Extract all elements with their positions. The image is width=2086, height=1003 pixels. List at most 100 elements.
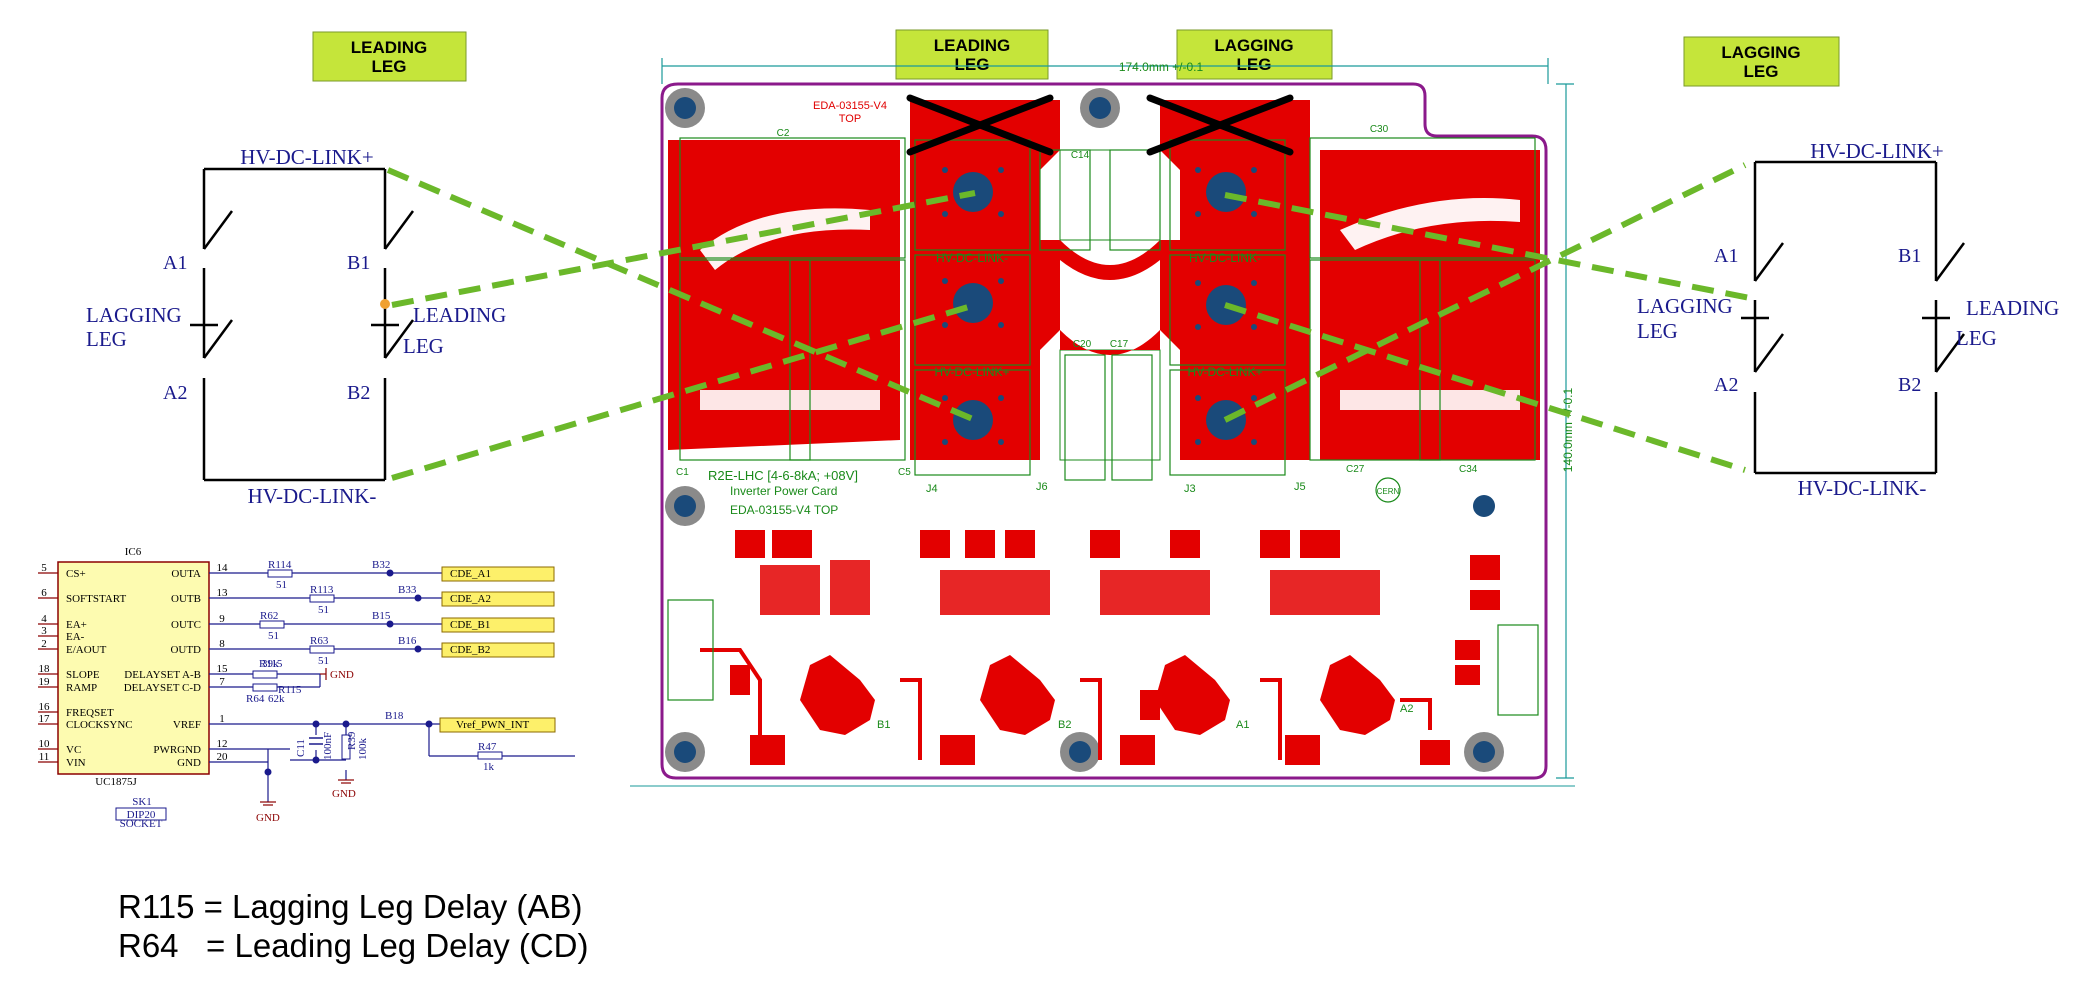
connector-pin-headers: [667, 599, 1539, 716]
tag-line1: LAGGING: [1214, 36, 1293, 55]
connector-j4: J4: [926, 483, 938, 495]
ic-output-wiring: [209, 566, 575, 806]
signal-label: CDE_B2: [450, 644, 490, 656]
ic-pin-number: 15: [217, 663, 229, 675]
vref-net: B18: [385, 710, 404, 722]
right-a1-label: A1: [1714, 245, 1738, 267]
gnd-label-1: GND: [256, 812, 280, 824]
ic-ref: IC6: [125, 546, 142, 558]
cern-logo: CERN: [1375, 477, 1401, 503]
cap-label-c30: C30: [1370, 124, 1389, 135]
ic-pin-name: CS+: [66, 568, 86, 580]
r115-ref: R115: [278, 684, 302, 696]
right-hv-minus-label: HV-DC-LINK-: [1798, 476, 1927, 500]
cap-label-c2: C2: [777, 128, 790, 139]
tag-left-leading: LEADING LEG: [312, 31, 467, 82]
ic-pin-name: RAMP: [66, 682, 97, 694]
ic-pin-number: 18: [39, 663, 51, 675]
r39-ref: R39: [346, 731, 358, 750]
net-label: B15: [372, 610, 391, 622]
left-b1-label: B1: [347, 252, 370, 274]
connector-j6: J6: [1036, 481, 1048, 493]
tag-line2: LEG: [1744, 62, 1779, 81]
ic-pin-name: OUTA: [171, 568, 201, 580]
tag-pcb-lagging: LAGGING LEG: [1176, 29, 1333, 80]
ic-pin-name: OUTD: [170, 644, 201, 656]
vref-label: Vref_PWN_INT: [456, 719, 530, 731]
cap-label-c20: C20: [1073, 339, 1092, 350]
socket-sk1: SK1 DIP20 SOCKET: [115, 796, 167, 830]
ic-pin-number: 4: [41, 613, 47, 625]
cap-label-c27: C27: [1346, 464, 1365, 475]
right-a2-label: A2: [1714, 374, 1738, 396]
ic-pin-number: 19: [39, 676, 51, 688]
transformer-a1: A1: [1236, 719, 1249, 731]
ic-pin-name: OUTB: [171, 593, 201, 605]
resistor-ref: R113: [310, 584, 334, 596]
r39-value: 100k: [357, 738, 369, 761]
tag-line1: LEADING: [351, 38, 428, 57]
resistor-value: 51: [318, 655, 329, 667]
hv-minus-silk-1: HV-DC-LINK-: [936, 251, 1008, 265]
signal-label: CDE_B1: [450, 619, 490, 631]
tag-pcb-leading: LEADING LEG: [895, 29, 1049, 80]
ic-pin-name: SLOPE: [66, 669, 100, 681]
ic-pin-name: DELAYSET C-D: [124, 682, 201, 694]
pcb-height-dimension: 140.0mm +/-0.1: [1561, 387, 1575, 472]
r64-ref: R64: [246, 693, 265, 705]
net-label: B33: [398, 584, 417, 596]
driver-section: [730, 530, 1500, 765]
ic-pin-name: VC: [66, 744, 81, 756]
pcb-top-side: TOP: [839, 113, 861, 125]
left-hv-plus-label: HV-DC-LINK+: [240, 145, 374, 169]
resistor-value: 51: [318, 604, 329, 616]
cap-label-c5: C5: [898, 467, 911, 478]
signal-label: CDE_A1: [450, 568, 491, 580]
ic-pin-number: 3: [41, 625, 47, 637]
ic-pin-number: 6: [41, 587, 47, 599]
tag-line2: LEG: [955, 55, 990, 74]
left-hv-minus-label: HV-DC-LINK-: [248, 484, 377, 508]
ic-pin-name: PWRGND: [153, 744, 201, 756]
ic-pin-name: SOFTSTART: [66, 593, 126, 605]
pcb-width-dimension: 174.0mm +/-0.1: [1119, 60, 1204, 74]
leg-mapping-lines: [386, 162, 1751, 481]
right-lagging-leg-2: LEG: [1637, 319, 1678, 343]
left-lagging-leg-1: LAGGING: [86, 303, 182, 327]
right-hv-plus-label: HV-DC-LINK+: [1810, 139, 1944, 163]
ic-pin-number: 16: [39, 701, 51, 713]
cap-label-c34: C34: [1459, 464, 1478, 475]
c11-value: 100nF: [322, 732, 334, 760]
hv-plus-silk-2: HV-DC-LINK+: [1187, 365, 1262, 379]
ic-pin-number: 14: [217, 562, 229, 574]
c11-ref: C11: [295, 739, 307, 757]
resistor-ref: R114: [268, 559, 292, 571]
transformer-b2: B2: [1058, 719, 1071, 731]
gnd-label-2: GND: [332, 788, 356, 800]
socket-part: DIP20: [127, 809, 156, 821]
transformer-a2: A2: [1400, 703, 1413, 715]
hv-minus-silk-2: HV-DC-LINK-: [1189, 251, 1261, 265]
socket-ref: SK1: [132, 796, 152, 808]
note-r115: R115 = Lagging Leg Delay (AB): [118, 888, 582, 925]
hv-plus-silk-1: HV-DC-LINK+: [934, 365, 1009, 379]
left-leading-leg-1: LEADING: [413, 303, 506, 327]
delay-gnd-label: GND: [330, 669, 354, 681]
r64-value: 62k: [268, 693, 285, 705]
ic-pin-number: 1: [219, 713, 225, 725]
ic-pin-number: 12: [217, 738, 228, 750]
left-leading-leg-2: LEG: [403, 334, 444, 358]
card-code: EDA-03155-V4 TOP: [730, 503, 838, 517]
ic-pin-name: DELAYSET A-B: [124, 669, 201, 681]
right-bridge-schematic: [1741, 160, 1966, 475]
resistor-ref: R63: [310, 635, 329, 647]
r115-value: 39k: [262, 658, 279, 670]
ic-pin-number: 5: [41, 562, 47, 574]
right-b2-label: B2: [1898, 374, 1921, 396]
resistor-value: 51: [276, 579, 287, 591]
mounting-holes: [665, 88, 1504, 772]
ic-pin-name: GND: [177, 757, 201, 769]
ic-pin-name: EA+: [66, 619, 87, 631]
driver-traces: [700, 648, 1432, 760]
